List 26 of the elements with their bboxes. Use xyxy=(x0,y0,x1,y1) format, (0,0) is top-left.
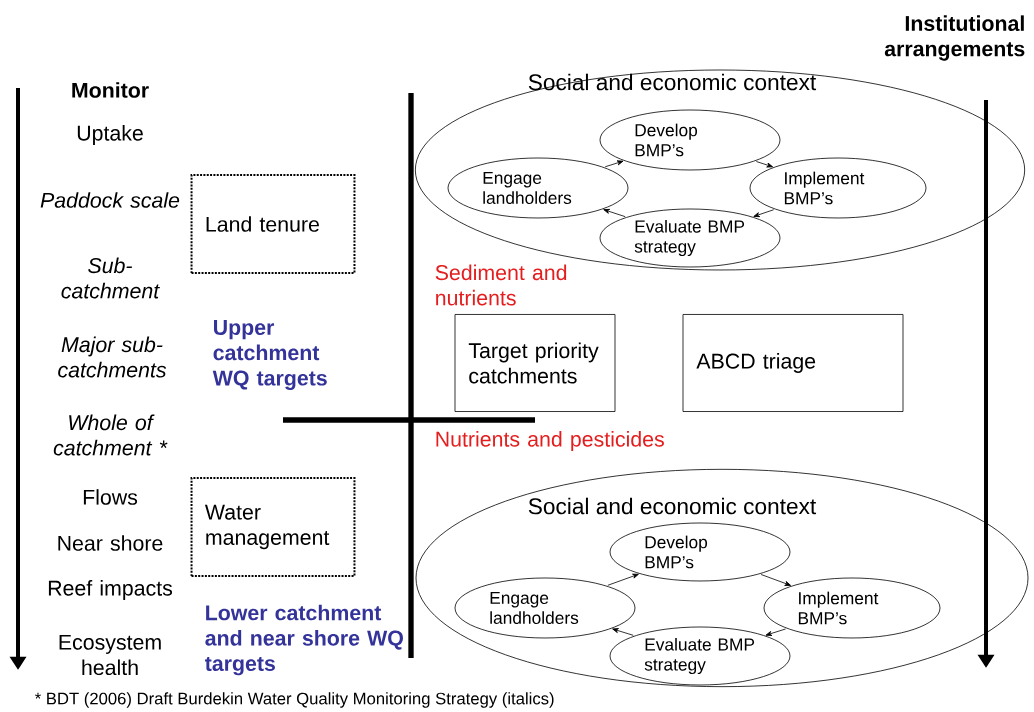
pollutant-label: Nutrients and pesticides xyxy=(436,431,664,451)
arrow xyxy=(604,160,624,168)
category-box: Target priority catchments xyxy=(454,314,616,412)
footnote: * BDT (2006) Draft Burdekin Water Quality Monitoring Strategy (italics) xyxy=(35,692,554,708)
arrow xyxy=(755,161,773,168)
arrow xyxy=(603,208,626,218)
axis-title: Institutional arrangements xyxy=(884,15,1025,61)
scale-label: Major sub-catchments xyxy=(58,336,167,378)
category-box: ABCD triage xyxy=(682,314,904,412)
scale-label: Flows xyxy=(83,489,138,505)
scale-label: Near shore xyxy=(58,535,163,551)
scale-label: Reef impacts xyxy=(48,580,173,600)
arrow xyxy=(765,628,787,636)
dotted-box: Land tenure xyxy=(190,174,356,274)
target-note: Upper catchment WQ targets xyxy=(212,320,327,390)
arrow xyxy=(760,574,791,586)
scale-label: Uptake xyxy=(77,125,143,145)
dotted-box: Water management xyxy=(190,477,356,577)
arrow xyxy=(607,573,639,586)
column-heading: Monitor xyxy=(72,82,149,98)
arrow xyxy=(612,628,634,636)
scale-label: Whole of catchment * xyxy=(53,414,168,456)
scale-label: Sub-catchment xyxy=(61,257,160,299)
arrow xyxy=(753,209,775,218)
target-note: Lower catchment and near shore WQ targets xyxy=(204,604,403,676)
scale-label: Ecosystem health xyxy=(59,634,161,676)
